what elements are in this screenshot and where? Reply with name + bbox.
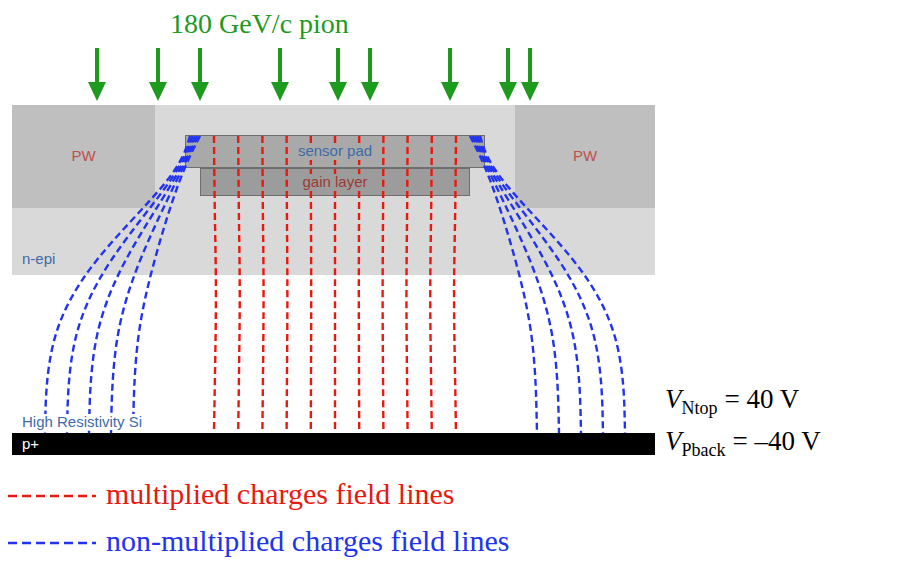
non-multiplied-field-line [473, 136, 560, 433]
voltage-text: = –40 V [733, 426, 821, 456]
pion-arrow [329, 48, 347, 101]
multiplied-field-line [381, 136, 384, 433]
layer-label: n-epi [20, 251, 57, 268]
pion-arrow [88, 48, 106, 101]
multiplied-field-line [285, 136, 288, 433]
multiplied-field-line [238, 136, 240, 433]
pion-arrow [441, 48, 459, 101]
multiplied-field-line [214, 136, 216, 433]
voltage-text: = 40 V [725, 384, 800, 414]
layer-label: High Resistivity Si [20, 414, 144, 431]
layer-region: PW [12, 105, 155, 208]
multiplied-field-line [334, 136, 336, 433]
voltage-text: V [665, 384, 682, 414]
subscript: Ntop [682, 398, 718, 418]
legend-sample [8, 542, 96, 544]
non-multiplied-field-line [470, 136, 537, 433]
legend-entry: multiplied charges field lines [106, 477, 455, 511]
pion-arrow [149, 48, 167, 101]
layer-label: p+ [20, 436, 41, 453]
legend-text: non-multiplied charges field lines [106, 524, 510, 558]
beam-title: 180 GeV/c pion [170, 8, 349, 40]
voltage-label: VPback = –40 V [665, 426, 821, 461]
pion-arrow [521, 48, 539, 101]
legend-text: multiplied charges field lines [106, 477, 455, 511]
pion-arrow [361, 48, 379, 101]
voltage-label: VNtop = 40 V [665, 384, 799, 419]
multiplied-field-line [262, 136, 263, 433]
subscript: Pback [682, 440, 726, 460]
non-multiplied-field-line [480, 136, 625, 433]
layer-region: p+ [12, 433, 655, 455]
legend-sample [8, 495, 96, 497]
multiplied-field-line [358, 136, 361, 433]
layer-label: gain layer [300, 174, 369, 191]
voltage-text: V [665, 426, 682, 456]
multiplied-field-line [310, 136, 313, 433]
multiplied-field-line [430, 136, 432, 433]
pion-arrow [191, 48, 209, 101]
layer-region: PW [515, 105, 655, 208]
layer-label: PW [571, 148, 599, 165]
non-multiplied-field-line [111, 136, 198, 433]
non-multiplied-field-line [133, 136, 200, 433]
pion-arrow [271, 48, 289, 101]
layer-label: sensor pad [296, 143, 374, 160]
multiplied-field-line [406, 136, 407, 433]
multiplied-field-line [454, 136, 456, 433]
layer-label: PW [69, 148, 97, 165]
pion-arrow [499, 48, 517, 101]
non-multiplied-field-line [45, 136, 190, 433]
legend-entry: non-multiplied charges field lines [106, 524, 510, 558]
